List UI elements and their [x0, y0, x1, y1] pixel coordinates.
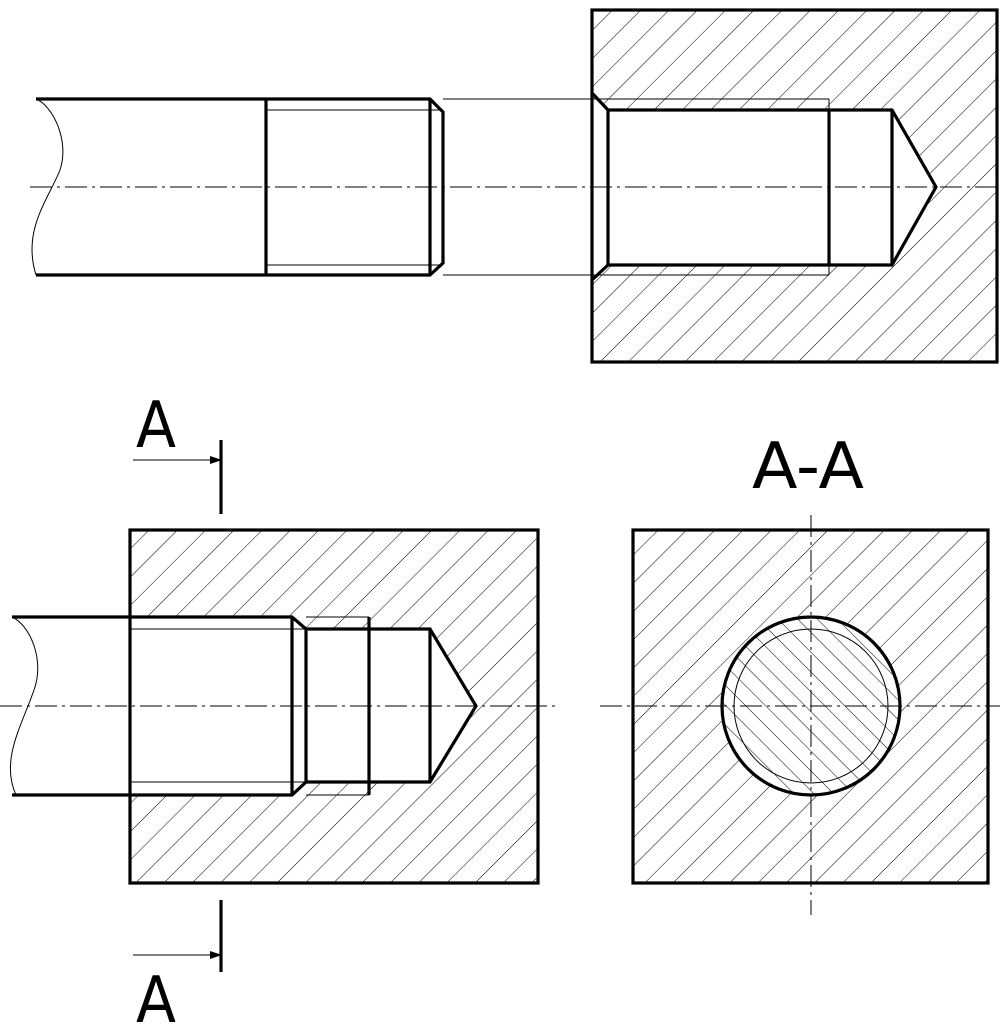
section-view-title: A-A — [752, 430, 864, 504]
section-mark-top: A — [133, 389, 223, 514]
tapped-hole-block — [590, 8, 999, 364]
top-view — [30, 8, 1000, 364]
section-mark-top-label: A — [136, 389, 176, 463]
section-view: A-A — [600, 430, 1000, 915]
section-mark-bottom-label: A — [136, 964, 176, 1028]
section-mark-bottom: A — [133, 900, 223, 1028]
assembly-view: A A — [0, 389, 560, 1028]
